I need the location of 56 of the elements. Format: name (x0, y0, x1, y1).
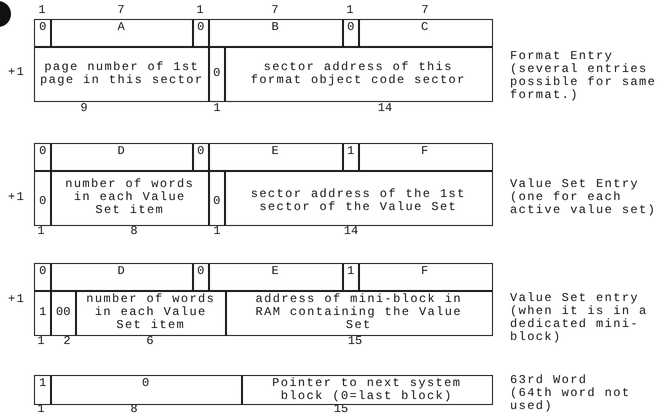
bit-count: 2 (63, 335, 71, 348)
bit-count: 7 (421, 4, 429, 17)
entry-description: Value Set Entry (one for each active value set) (510, 178, 658, 217)
bit-field: A (50, 19, 194, 48)
bit-count: 7 (117, 4, 125, 17)
entry-description: 63rd Word (64th word not used) (510, 374, 632, 413)
bit-count: 14 (378, 102, 392, 115)
bit-field: F (358, 263, 492, 292)
bit-field: 1 (34, 290, 52, 336)
bit-field: 0 (192, 263, 210, 292)
bit-field: 1 (342, 143, 360, 172)
bit-count: 1 (37, 225, 45, 238)
entry-description: Value Set entry (when it is in a dedicated mini-block) (510, 292, 649, 344)
bit-count: 8 (130, 225, 138, 238)
bit-field: 0 (34, 19, 52, 48)
bit-field: 0 (192, 143, 210, 172)
bit-field: D (50, 263, 194, 292)
bit-field: sector address of the 1st sector of the Value Set (224, 170, 492, 226)
bit-field: 1 (342, 263, 360, 292)
bit-count: 1 (213, 102, 221, 115)
bit-field: sector address of this format object code sector (224, 46, 492, 102)
bit-count: 9 (80, 102, 88, 115)
bit-count: 1 (196, 4, 204, 17)
bit-count: 1 (37, 335, 45, 348)
word-offset: +1 (8, 66, 26, 79)
bit-count: 1 (38, 4, 46, 17)
word-offset: +1 (8, 293, 26, 306)
bit-field: 00 (50, 290, 76, 336)
bit-count: 14 (344, 225, 358, 238)
bit-count: 15 (348, 335, 362, 348)
bit-field: 0 (208, 46, 226, 102)
bit-field: number of words in each Value Set item (50, 170, 210, 226)
bit-count: 7 (271, 4, 279, 17)
bit-count: 6 (146, 335, 154, 348)
bit-count: 1 (213, 225, 221, 238)
bit-field: B (208, 19, 344, 48)
bit-field: 0 (192, 19, 210, 48)
bit-field: page number of 1st page in this sector (34, 46, 210, 102)
bit-field: F (358, 143, 492, 172)
bit-field: 0 (50, 375, 242, 404)
bit-field: 0 (208, 170, 226, 226)
bit-count: 1 (346, 4, 354, 17)
bit-field: C (358, 19, 492, 48)
bit-field: E (208, 263, 344, 292)
bit-field: Pointer to next system block (0=last block) (241, 375, 492, 404)
word-offset: +1 (8, 191, 26, 204)
entry-description: Format Entry (several entries possible for same format.) (510, 50, 658, 102)
bit-field: D (50, 143, 194, 172)
bit-field: address of mini-block in RAM containing the Value Set (225, 290, 492, 336)
bit-field: 0 (34, 170, 52, 226)
bit-field: number of words in each Value Set item (75, 290, 226, 336)
bit-field: 1 (34, 375, 52, 404)
bit-field: E (208, 143, 344, 172)
bit-field: 0 (34, 263, 52, 292)
bit-field: 0 (34, 143, 52, 172)
bit-field: 0 (342, 19, 360, 48)
